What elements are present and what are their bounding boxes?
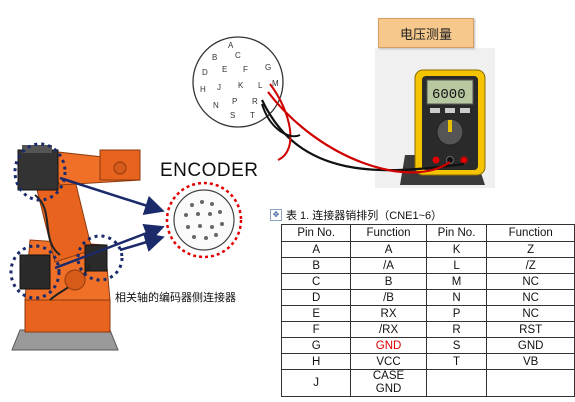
function-cell: /B bbox=[350, 289, 427, 306]
table-title-text: 表 1. 连接器销排列（CNE1~6） bbox=[286, 210, 443, 222]
table-header-row: Pin No. Function Pin No. Function bbox=[280, 224, 575, 242]
table-move-icon[interactable]: ✥ bbox=[270, 209, 282, 221]
svg-text:L: L bbox=[258, 81, 263, 90]
header-function-2: Function bbox=[486, 224, 575, 242]
svg-text:R: R bbox=[252, 97, 258, 106]
function-cell: VCC bbox=[350, 353, 427, 370]
table-row: H VCC T VB bbox=[280, 353, 575, 370]
table-row: G GND S GND bbox=[280, 337, 575, 354]
highlight-circle-right bbox=[76, 234, 124, 282]
svg-text:G: G bbox=[265, 63, 271, 72]
pin-cell: T bbox=[425, 353, 488, 370]
pin-cell bbox=[425, 369, 488, 397]
highlight-circle-top bbox=[13, 142, 67, 202]
pin-cell: B bbox=[280, 257, 352, 274]
function-cell: /RX bbox=[350, 321, 427, 338]
function-cell: RX bbox=[350, 305, 427, 322]
pin-cell: D bbox=[280, 289, 352, 306]
svg-text:B: B bbox=[212, 53, 217, 62]
svg-text:P: P bbox=[232, 97, 237, 106]
function-cell bbox=[486, 369, 575, 397]
svg-text:J: J bbox=[217, 83, 221, 92]
svg-text:C: C bbox=[235, 51, 241, 60]
header-pin-2: Pin No. bbox=[425, 224, 488, 242]
highlight-circle-bottom bbox=[9, 244, 61, 300]
svg-text:H: H bbox=[200, 85, 206, 94]
table-row: A A K Z bbox=[280, 241, 575, 258]
pin-cell: A bbox=[280, 241, 352, 258]
large-connector-letters: A B C D E F G H J K L M N P R S T bbox=[200, 41, 279, 120]
svg-text:F: F bbox=[243, 65, 248, 74]
pin-table: Pin No. Function Pin No. Function A A K … bbox=[280, 224, 575, 397]
arrow-3 bbox=[119, 232, 165, 252]
function-cell: RST bbox=[486, 321, 575, 338]
small-connector-highlight bbox=[165, 181, 243, 259]
function-cell: /A bbox=[350, 257, 427, 274]
table-row: B /A L /Z bbox=[280, 257, 575, 274]
svg-text:K: K bbox=[238, 81, 244, 90]
header-function-1: Function bbox=[350, 224, 427, 242]
pin-cell: F bbox=[280, 321, 352, 338]
function-cell: NC bbox=[486, 289, 575, 306]
industrial-robot bbox=[11, 145, 141, 351]
red-probe-wire bbox=[267, 91, 451, 174]
arrow-2 bbox=[54, 223, 165, 270]
function-cell: Z bbox=[486, 241, 575, 258]
large-connector bbox=[192, 36, 284, 128]
pin-cell: K bbox=[425, 241, 488, 258]
pin-cell: C bbox=[280, 273, 352, 290]
pin-cell: G bbox=[280, 337, 352, 354]
table-row: D /B N NC bbox=[280, 289, 575, 306]
pin-cell: J bbox=[280, 369, 352, 397]
small-connector bbox=[173, 189, 235, 251]
table-row: E RX P NC bbox=[280, 305, 575, 322]
svg-text:T: T bbox=[250, 111, 255, 120]
svg-text:N: N bbox=[213, 101, 219, 110]
black-probe-wire bbox=[261, 99, 465, 172]
function-cell: NC bbox=[486, 305, 575, 322]
table-row: C B M NC bbox=[280, 273, 575, 290]
svg-text:M: M bbox=[272, 79, 279, 88]
function-cell-gnd-highlight: GND bbox=[350, 337, 427, 354]
function-cell: /Z bbox=[486, 257, 575, 274]
svg-text:A: A bbox=[228, 41, 234, 50]
multimeter: 6000 bbox=[375, 48, 495, 188]
table-row: J CASE GND bbox=[280, 369, 575, 397]
svg-text:S: S bbox=[230, 111, 235, 120]
pin-cell: H bbox=[280, 353, 352, 370]
header-pin-1: Pin No. bbox=[280, 224, 352, 242]
svg-text:D: D bbox=[202, 68, 208, 77]
pin-cell: M bbox=[425, 273, 488, 290]
function-cell: GND bbox=[486, 337, 575, 354]
robot-caption: 相关轴的编码器侧连接器 bbox=[115, 292, 236, 304]
arrow-1 bbox=[59, 176, 165, 215]
voltage-measure-tag: 电压测量 bbox=[378, 18, 474, 48]
table-row: F /RX R RST bbox=[280, 321, 575, 338]
pin-cell: E bbox=[280, 305, 352, 322]
pin-cell: R bbox=[425, 321, 488, 338]
function-cell: NC bbox=[486, 273, 575, 290]
function-cell: B bbox=[350, 273, 427, 290]
svg-text:E: E bbox=[222, 65, 227, 74]
pin-cell: P bbox=[425, 305, 488, 322]
table-title: ✥ 表 1. 连接器销排列（CNE1~6） bbox=[270, 207, 442, 223]
small-connector-pins bbox=[184, 200, 224, 240]
function-cell: VB bbox=[486, 353, 575, 370]
encoder-label: ENCODER bbox=[160, 160, 259, 181]
pin-cell: S bbox=[425, 337, 488, 354]
pin-cell: L bbox=[425, 257, 488, 274]
function-cell: CASE GND bbox=[350, 369, 427, 397]
function-cell: A bbox=[350, 241, 427, 258]
pin-cell: N bbox=[425, 289, 488, 306]
multimeter-screen bbox=[426, 79, 474, 105]
multimeter-display: 6000 bbox=[432, 87, 466, 103]
